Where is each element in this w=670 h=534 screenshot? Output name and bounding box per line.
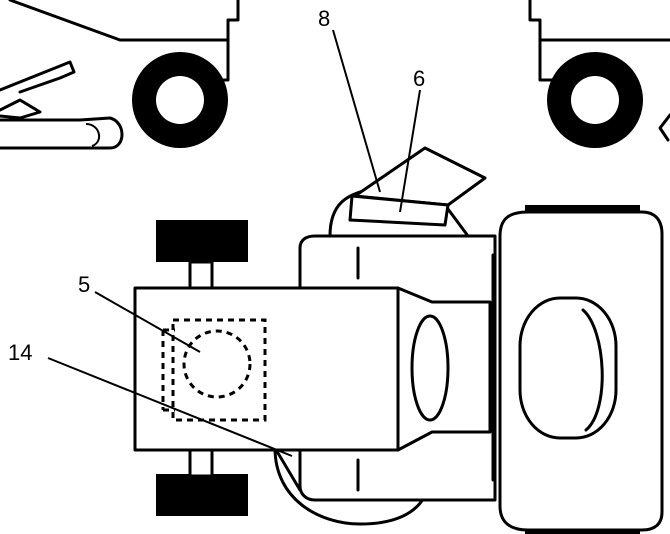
leader-line-14 — [47, 357, 293, 457]
side-view-right — [528, 0, 670, 148]
hood — [133, 286, 492, 452]
callout-8: 8 — [318, 6, 330, 31]
battery-compartment — [171, 318, 267, 422]
leader-line-8 — [332, 29, 381, 193]
callout-6: 6 — [413, 66, 425, 91]
front-wheel-top — [156, 220, 248, 262]
steering-column — [410, 314, 450, 422]
leader-line-6 — [399, 89, 421, 213]
front-wheels — [156, 220, 248, 516]
side-view-left — [0, 0, 240, 150]
seat — [518, 296, 618, 440]
discharge-chute — [328, 146, 487, 238]
front-wheel-bottom — [156, 474, 248, 516]
battery-cap — [182, 329, 252, 399]
callout-14: 14 — [8, 340, 32, 365]
callout-5: 5 — [78, 272, 90, 297]
leader-line-5 — [94, 291, 201, 353]
